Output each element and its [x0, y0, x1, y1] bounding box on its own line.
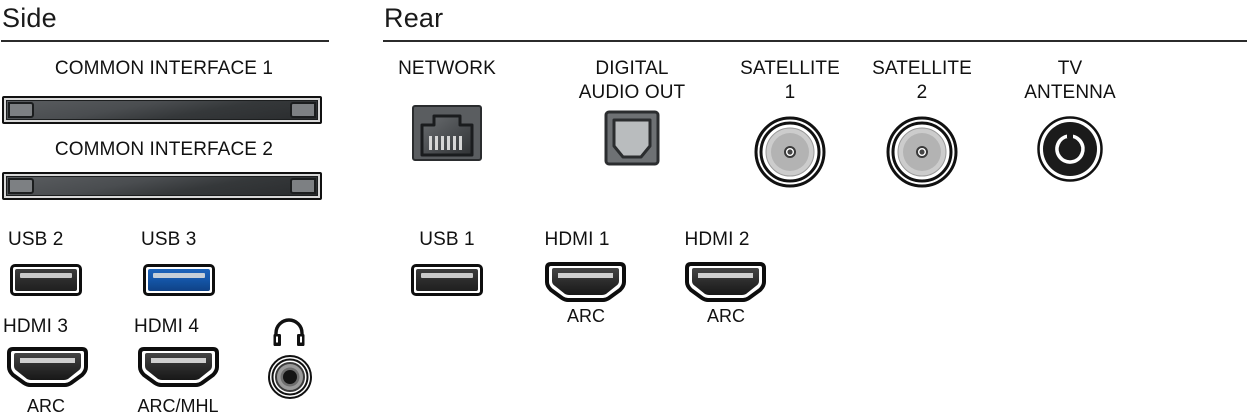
common-interface-2-slot[interactable] [2, 172, 322, 200]
headphone-jack-port[interactable] [268, 355, 312, 399]
usb1-port[interactable] [411, 264, 483, 296]
usb3-label: USB 3 [141, 229, 197, 250]
coax-antenna-icon [1037, 116, 1103, 182]
hdmi4-label: HDMI 4 [134, 316, 199, 337]
hdmi1-sublabel: ARC [566, 306, 605, 326]
network-label: NETWORK [398, 58, 496, 79]
usb1-label: USB 1 [419, 229, 475, 250]
hdmi1-label: HDMI 1 [544, 229, 610, 250]
digital-audio-out-label: DIGITAL AUDIO OUT [578, 58, 686, 103]
usb2-label: USB 2 [8, 229, 64, 250]
hdmi-port-icon [545, 262, 626, 302]
hdmi3-port[interactable] [5, 347, 90, 387]
usb-port-icon [416, 269, 478, 291]
hdmi-port-icon [685, 262, 766, 302]
hdmi2-sublabel: ARC [706, 306, 745, 326]
satellite-1-label: SATELLITE 1 [740, 58, 840, 103]
hdmi-port-icon [138, 347, 219, 387]
usb-port-icon [148, 269, 210, 291]
coax-satellite-icon [754, 116, 826, 188]
usb2-port[interactable] [10, 264, 82, 296]
digital-audio-out-port[interactable] [604, 110, 660, 166]
tv-antenna-port[interactable] [1037, 116, 1103, 182]
satellite-2-label: SATELLITE 2 [872, 58, 972, 103]
usb3-port[interactable] [143, 264, 215, 296]
hdmi4-sublabel: ARC/MHL [137, 396, 219, 416]
ci-slot-icon [6, 100, 318, 120]
hdmi3-sublabel: ARC [26, 396, 65, 416]
satellite-2-port[interactable] [886, 116, 958, 188]
rear-connectors-panel: Rear NETWORK DIGITAL A [382, 0, 1250, 416]
hdmi4-port[interactable] [136, 347, 221, 387]
headphone-icon [272, 318, 306, 348]
rear-section-divider [383, 40, 1247, 42]
hdmi-port-icon [7, 347, 88, 387]
usb-port-icon [15, 269, 77, 291]
side-section-title: Side [2, 3, 57, 33]
common-interface-2-label: COMMON INTERFACE 2 [54, 139, 274, 160]
audio-jack-icon [268, 355, 312, 399]
tv-antenna-label: TV ANTENNA [1024, 58, 1116, 103]
hdmi1-port[interactable] [543, 262, 628, 302]
hdmi2-label: HDMI 2 [684, 229, 750, 250]
coax-satellite-icon [886, 116, 958, 188]
rear-section-title: Rear [384, 3, 444, 33]
hdmi3-label: HDMI 3 [3, 316, 68, 337]
side-connectors-panel: Side COMMON INTERFACE 1 COMMON INTERFACE… [0, 0, 350, 416]
side-section-divider [1, 40, 329, 42]
ci-slot-icon [6, 176, 318, 196]
optical-toslink-icon [604, 110, 660, 166]
hdmi2-port[interactable] [683, 262, 768, 302]
satellite-1-port[interactable] [754, 116, 826, 188]
rj45-network-icon [412, 105, 482, 161]
common-interface-1-slot[interactable] [2, 96, 322, 124]
network-port[interactable] [412, 105, 482, 161]
common-interface-1-label: COMMON INTERFACE 1 [54, 58, 274, 79]
